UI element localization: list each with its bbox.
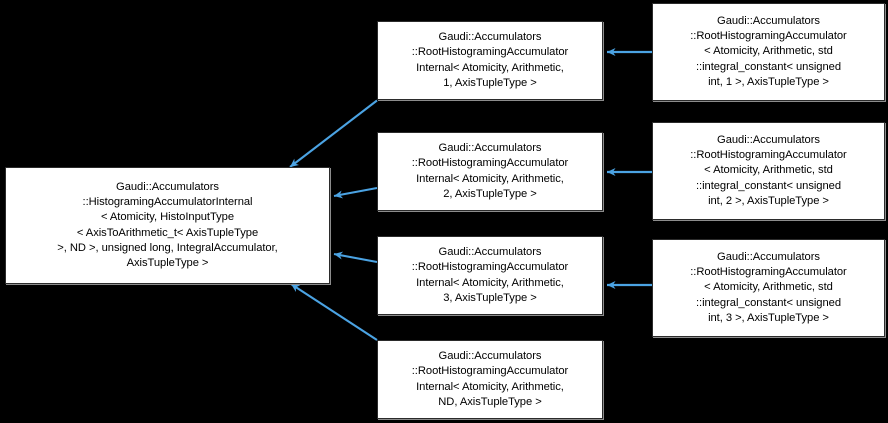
class-node-root-histograming-accumulator-3[interactable]: Gaudi::Accumulators ::RootHistogramingAc… [652,239,885,337]
class-node-root-histograming-accumulator-2[interactable]: Gaudi::Accumulators ::RootHistogramingAc… [652,122,885,220]
class-node-label: Gaudi::Accumulators ::RootHistogramingAc… [411,350,569,408]
class-node-histograming-accumulator-internal[interactable]: Gaudi::Accumulators ::HistogramingAccumu… [5,167,330,284]
class-node-label: Gaudi::Accumulators ::RootHistogramingAc… [690,14,847,88]
class-node-root-histograming-accumulator-internal-2[interactable]: Gaudi::Accumulators ::RootHistogramingAc… [377,132,603,211]
class-node-root-histograming-accumulator-internal-nd[interactable]: Gaudi::Accumulators ::RootHistogramingAc… [377,340,603,419]
edge-mid2-to-base [333,186,378,199]
class-node-root-histograming-accumulator-internal-1[interactable]: Gaudi::Accumulators ::RootHistogramingAc… [377,21,603,100]
class-node-label: Gaudi::Accumulators ::RootHistogramingAc… [411,142,569,200]
edge-mid3-to-base [333,251,378,264]
edge-mid1-to-base [289,99,378,168]
class-node-root-histograming-accumulator-1[interactable]: Gaudi::Accumulators ::RootHistogramingAc… [652,3,885,101]
edge-midnd-to-base [290,283,378,341]
class-node-label: Gaudi::Accumulators ::RootHistogramingAc… [411,246,569,304]
class-node-label: Gaudi::Accumulators ::RootHistogramingAc… [690,133,847,207]
class-node-label: Gaudi::Accumulators ::HistogramingAccumu… [57,180,278,269]
class-node-label: Gaudi::Accumulators ::RootHistogramingAc… [690,250,847,324]
class-node-label: Gaudi::Accumulators ::RootHistogramingAc… [411,31,569,89]
class-node-root-histograming-accumulator-internal-3[interactable]: Gaudi::Accumulators ::RootHistogramingAc… [377,236,603,315]
